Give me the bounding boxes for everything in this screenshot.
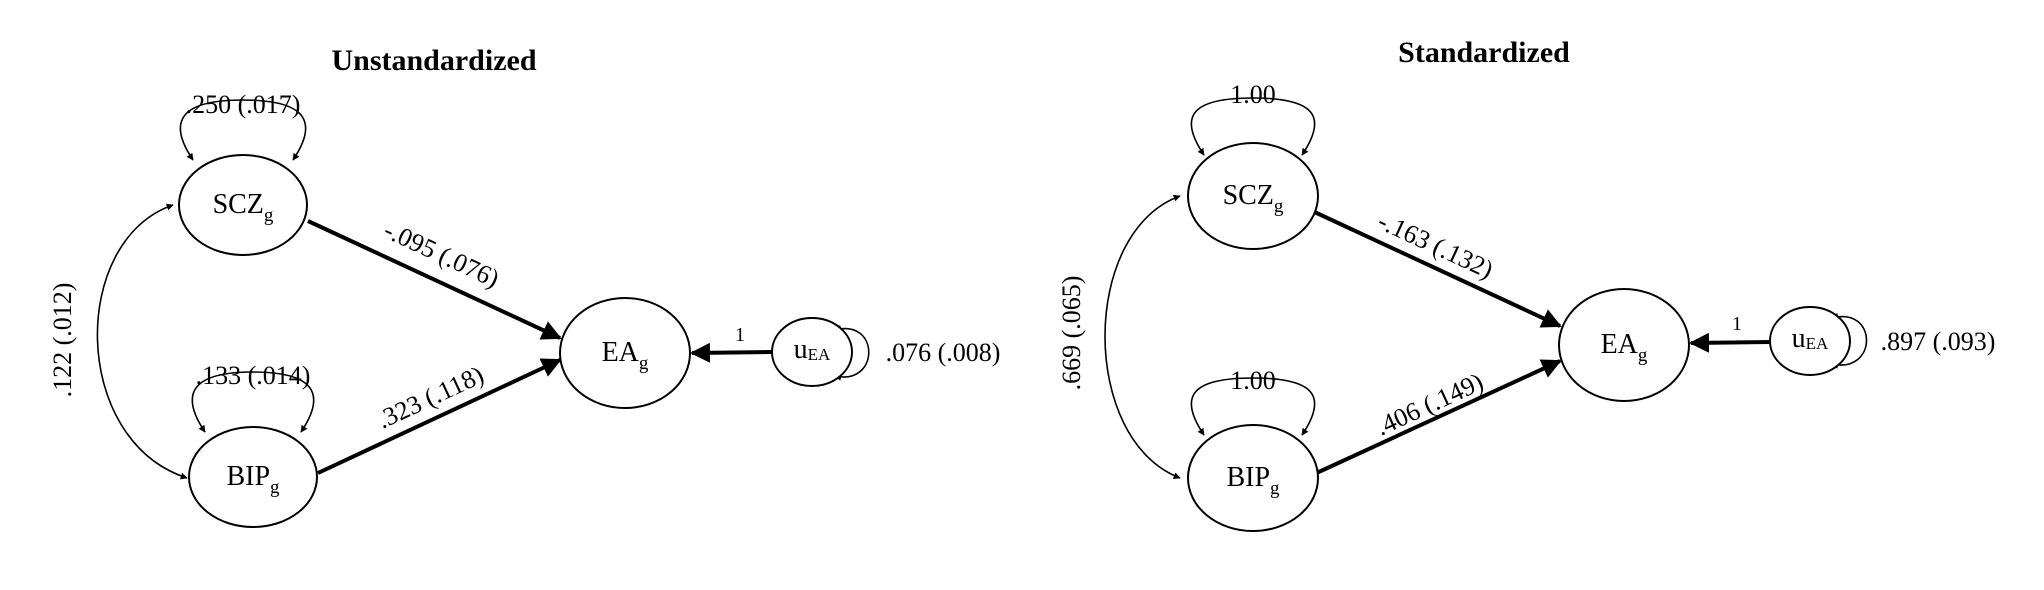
ea-node: EAg bbox=[1558, 288, 1690, 402]
bip-to-ea-path bbox=[1309, 359, 1562, 478]
bip-variance-loop bbox=[191, 371, 315, 433]
covariance-label: .122 (.012) bbox=[48, 283, 77, 398]
u-node-label: u bbox=[794, 334, 808, 365]
u-to-ea-label: 1 bbox=[735, 324, 745, 346]
svg-text:SCZg: SCZg bbox=[1223, 180, 1284, 217]
u-to-ea-path bbox=[690, 342, 773, 363]
svg-text:EAg: EAg bbox=[602, 337, 649, 374]
scz-to-ea-label: -.163 (.132) bbox=[1373, 206, 1497, 284]
scz-node: SCZg bbox=[1187, 142, 1319, 250]
scz-node-label: SCZ bbox=[213, 189, 264, 220]
u-variance-label: .076 (.008) bbox=[886, 338, 1001, 367]
covariance-arc bbox=[96, 203, 188, 480]
svg-text:EAg: EAg bbox=[1601, 329, 1648, 366]
ea-node-sub: g bbox=[1638, 345, 1648, 366]
ea-node-sub: g bbox=[639, 353, 649, 374]
bip-variance-loop bbox=[1190, 377, 1316, 436]
bip-node: BIPg bbox=[188, 426, 318, 528]
scz-node-sub: g bbox=[264, 205, 274, 226]
svg-text:BIPg: BIPg bbox=[226, 461, 280, 498]
u-to-ea-label: 1 bbox=[1732, 313, 1742, 335]
u-node-label: u bbox=[1792, 323, 1806, 354]
covariance-label: .669 (.065) bbox=[1057, 276, 1086, 391]
scz-variance-loop bbox=[179, 99, 307, 161]
svg-text:BIPg: BIPg bbox=[1226, 462, 1280, 499]
bip-node: BIPg bbox=[1187, 424, 1319, 532]
scz-node-label: SCZ bbox=[1223, 180, 1274, 211]
u-to-ea-path bbox=[1689, 332, 1771, 353]
bip-node-sub: g bbox=[1270, 478, 1280, 499]
panel-title: Unstandardized bbox=[331, 44, 536, 77]
u-variance-loop bbox=[1831, 313, 1868, 369]
panel-unstandardized: Unstandardized .250 (.017) .133 (.014) .… bbox=[48, 44, 1001, 528]
bip-node-label: BIP bbox=[226, 461, 270, 492]
scz-to-ea-path bbox=[307, 219, 562, 340]
covariance-arc bbox=[1104, 194, 1181, 480]
panel-standardized: Standardized 1.00 1.00 .669 (.065) -.163… bbox=[1057, 36, 1996, 532]
svg-text:uEA: uEA bbox=[1792, 323, 1829, 354]
scz-node: SCZg bbox=[178, 154, 308, 256]
scz-variance-label: .250 (.017) bbox=[186, 90, 301, 119]
scz-variance-loop bbox=[1190, 97, 1316, 156]
u-ea-node: uEA bbox=[1769, 306, 1851, 376]
ea-node: EAg bbox=[559, 297, 691, 409]
u-variance-loop bbox=[834, 325, 870, 381]
scz-to-ea-path bbox=[1307, 207, 1562, 328]
ea-node-label: EA bbox=[602, 337, 640, 368]
scz-node-sub: g bbox=[1274, 196, 1284, 217]
u-node-sub: EA bbox=[808, 345, 831, 364]
ea-node-label: EA bbox=[1601, 329, 1639, 360]
bip-variance-label: 1.00 bbox=[1230, 366, 1276, 395]
svg-text:uEA: uEA bbox=[794, 334, 831, 365]
panel-title: Standardized bbox=[1398, 36, 1570, 69]
bip-node-label: BIP bbox=[1226, 462, 1270, 493]
scz-variance-label: 1.00 bbox=[1230, 80, 1276, 109]
bip-to-ea-label: .323 (.118) bbox=[373, 360, 488, 434]
u-variance-label: .897 (.093) bbox=[1881, 327, 1996, 356]
svg-text:SCZg: SCZg bbox=[213, 189, 274, 226]
bip-to-ea-path bbox=[317, 358, 562, 475]
u-node-sub: EA bbox=[1806, 334, 1829, 353]
u-ea-node: uEA bbox=[771, 317, 853, 387]
bip-node-sub: g bbox=[270, 477, 280, 498]
bip-variance-label: .133 (.014) bbox=[196, 361, 311, 390]
